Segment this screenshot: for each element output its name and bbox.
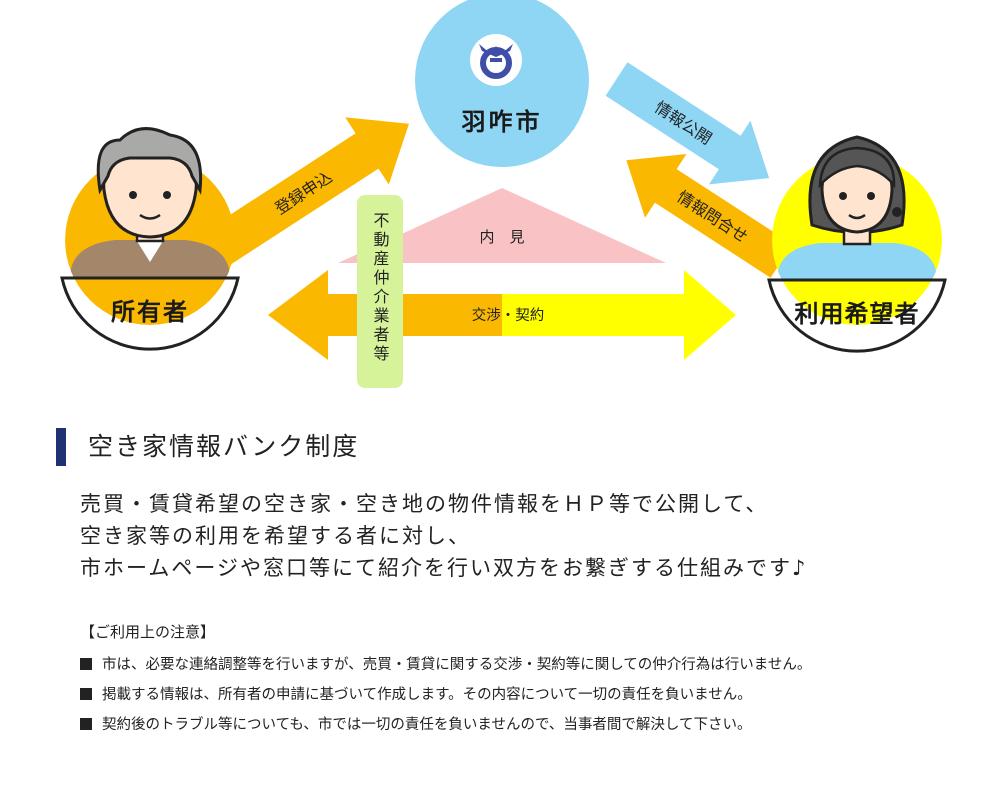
- owner-label: 所有者: [111, 298, 189, 326]
- intro-line: 市ホームページや窓口等にて紹介を行い双方をお繋ぎする仕組みです♪: [80, 556, 808, 580]
- elderly-man-icon: [96, 127, 203, 243]
- section-title: 空き家情報バンク制度: [88, 432, 360, 461]
- bullet-square-icon: [80, 658, 92, 670]
- note-text: 契約後のトラブル等についても、市では一切の責任を負いませんので、当事者間で解決し…: [102, 717, 752, 733]
- owner-outline: [60, 276, 240, 351]
- city-emblem-icon: [470, 34, 522, 86]
- bullet-square-icon: [80, 688, 92, 700]
- user-label: 利用希望者: [795, 300, 920, 328]
- intro-line: 空き家等の利用を希望する者に対し、: [80, 524, 471, 548]
- realtor-box: [357, 195, 403, 388]
- note-text: 掲載する情報は、所有者の申請に基づいて作成します。その内容について一切の責任を負…: [102, 687, 752, 703]
- preview-label: 内 見: [479, 228, 524, 246]
- notes-list: 市は、必要な連絡調整等を行いますが、売買・賃貸に関する交渉・契約等に関しての仲介…: [80, 650, 811, 740]
- intro-text: 売買・賃貸希望の空き家・空き地の物件情報をＨＰ等で公開して、 空き家等の利用を希…: [80, 488, 960, 584]
- preview-triangle: [338, 188, 666, 263]
- intro-line: 売買・賃貸希望の空き家・空き地の物件情報をＨＰ等で公開して、: [80, 492, 769, 516]
- bullet-square-icon: [80, 718, 92, 730]
- city-label: 羽咋市: [462, 108, 543, 136]
- note-text: 市は、必要な連絡調整等を行いますが、売買・賃貸に関する交渉・契約等に関しての仲介…: [102, 657, 812, 673]
- flow-diagram: 内 見 交渉・契約 不動産仲介業者等 登録申込 情報公開 情報問合せ 羽咋市: [60, 0, 947, 388]
- note-item: 契約後のトラブル等についても、市では一切の責任を負いませんので、当事者間で解決し…: [80, 710, 811, 740]
- negotiation-label: 交渉・契約: [472, 306, 545, 324]
- woman-icon: [808, 135, 906, 246]
- note-item: 市は、必要な連絡調整等を行いますが、売買・賃貸に関する交渉・契約等に関しての仲介…: [80, 650, 811, 680]
- note-item: 掲載する情報は、所有者の申請に基づいて作成します。その内容について一切の責任を負…: [80, 680, 811, 710]
- user-outline: [767, 278, 947, 353]
- notes-heading: 【ご利用上の注意】: [80, 623, 216, 641]
- realtor-label: 不動産仲介業者等: [371, 212, 390, 364]
- section-marker: [56, 428, 66, 466]
